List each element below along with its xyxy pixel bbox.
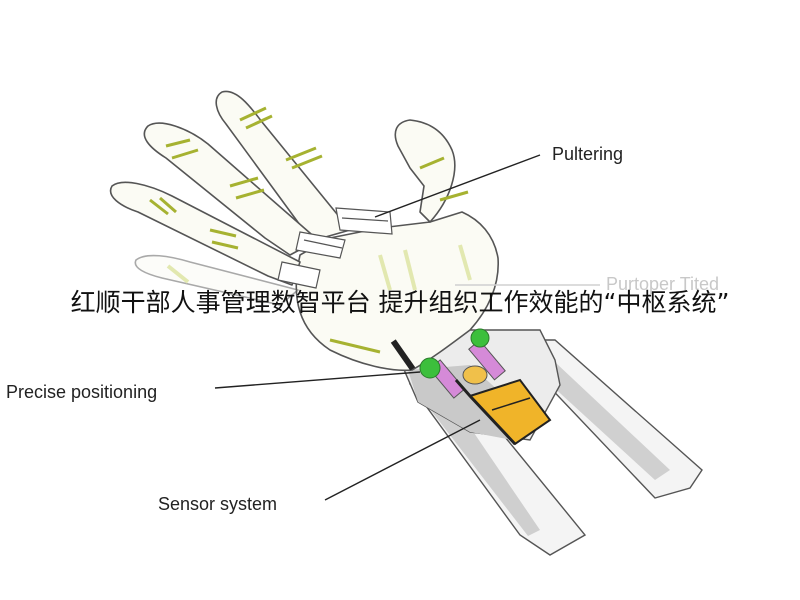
wrist-mechanism — [390, 328, 552, 446]
linkage-bar-left — [390, 339, 416, 371]
index-finger — [215, 90, 351, 241]
leader-lines — [214, 154, 600, 501]
band-middle-4 — [235, 188, 265, 200]
palm — [295, 211, 499, 372]
green-node-right — [470, 328, 490, 348]
middle-finger — [143, 122, 319, 256]
band-middle-1 — [165, 138, 191, 148]
green-node-left — [419, 357, 441, 379]
thumb — [394, 119, 456, 223]
tendon-lines — [166, 244, 472, 291]
band-middle-2 — [171, 148, 199, 160]
leader-top — [374, 154, 541, 218]
band-thumb-1 — [419, 156, 445, 170]
band-index-3 — [285, 146, 317, 162]
label-left: Precise positioning — [6, 382, 157, 402]
leader-left — [214, 371, 421, 389]
band-thumb-2 — [439, 190, 469, 202]
finger-bands — [149, 106, 469, 354]
band-ring-4 — [211, 240, 239, 250]
forearm-splint — [394, 329, 703, 556]
splint-left-shadow — [412, 380, 540, 536]
leader-bottom — [324, 419, 481, 501]
knuckle-bracket — [277, 207, 393, 289]
frame-stroke — [454, 379, 517, 446]
band-index-4 — [291, 154, 323, 170]
label-top: Pultering — [552, 144, 623, 164]
band-index-1 — [239, 106, 267, 122]
band-ring-3 — [209, 228, 237, 238]
band-ring-1 — [149, 198, 169, 216]
little-finger — [134, 254, 299, 306]
label-bottom: Sensor system — [158, 494, 277, 514]
overlay-title: 红顺干部人事管理数智平台 提升组织工作效能的“中枢系统” — [70, 288, 730, 317]
label-faded: Purtoper Tited — [606, 274, 719, 294]
band-palm — [329, 338, 381, 354]
band-middle-3 — [229, 176, 259, 188]
yellow-cap — [462, 365, 488, 385]
band-ring-2 — [159, 196, 177, 214]
hand — [109, 90, 499, 372]
band-index-2 — [245, 114, 273, 130]
